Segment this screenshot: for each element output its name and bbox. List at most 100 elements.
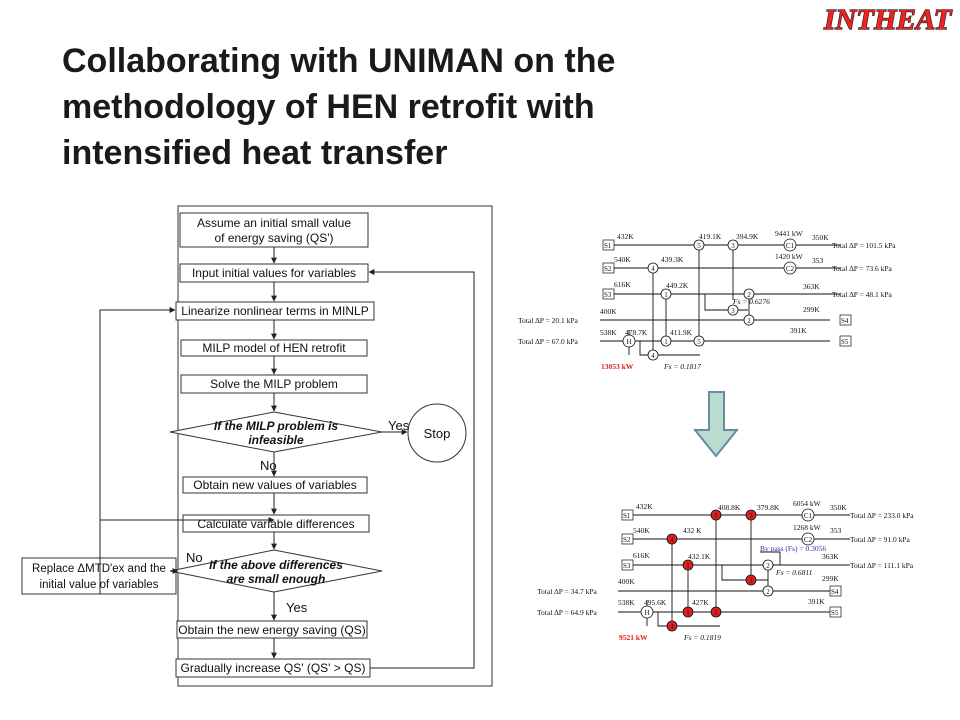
bottom-bypass: By pass (Fs) = 0.3056 (760, 544, 826, 553)
top-duty-13053: 13053 kW (601, 362, 634, 371)
logo-text: INTHEAT (823, 4, 953, 34)
top-temp-411: 411.9K (670, 328, 693, 337)
top-match-3b: 3 (731, 307, 735, 315)
replace-box (21, 557, 177, 595)
decision-infeasible-line-2: infeasible (248, 433, 304, 447)
down-arrow-icon (692, 391, 740, 458)
bottom-temp-299: 299K (822, 574, 839, 583)
replace-line-2: initial value of variables (40, 579, 159, 591)
bottom-stream-s1: S1 (623, 512, 631, 520)
top-stream-s5: S5 (841, 338, 849, 346)
bottom-match-2a: 2 (766, 562, 770, 570)
no-label-infeasible: No (260, 458, 277, 473)
title-line-2: methodology of HEN retrofit with (62, 88, 595, 126)
bottom-temp-427: 427K (692, 598, 709, 607)
top-dp-s4: Total ∆P = 20.1 kPa (518, 316, 579, 325)
step-assume-line-1: Assume an initial small value (197, 216, 351, 230)
bottom-stream-s4: S4 (831, 588, 839, 596)
step-assume-box (179, 212, 369, 248)
bottom-fraction-a: Fs = 0.6811 (775, 568, 812, 577)
top-temp-432: 432K (617, 232, 634, 241)
bottom-match-4b: 4 (670, 623, 674, 631)
top-temp-616: 616K (614, 280, 631, 289)
bottom-match-2b: 2 (766, 588, 770, 596)
bottom-dp-s2: Total ∆P = 91.0 kPa (850, 535, 911, 544)
title-line-3: intensified heat transfer (62, 134, 448, 172)
top-temp-353: 353 (812, 256, 824, 265)
flowchart-frame (177, 205, 493, 687)
top-temp-299: 299K (803, 305, 820, 314)
top-dp-s5: Total ∆P = 67.0 kPa (518, 337, 579, 346)
bottom-match-5a: 5 (714, 512, 718, 520)
bottom-temp-432b: 432 K (683, 526, 702, 535)
bottom-temp-408: 408.8K (718, 503, 741, 512)
top-stream-s3: S3 (604, 291, 612, 299)
bottom-match-3a: 3 (749, 512, 753, 520)
bottom-fraction-b: Fs = 0.1819 (683, 633, 721, 642)
step-new-saving-box (176, 620, 368, 639)
top-dp-s2: Total ∆P = 73.6 kPa (832, 264, 893, 273)
bottom-temp-363: 363K (822, 552, 839, 561)
top-temp-400: 400K (600, 307, 617, 316)
bottom-duty-6054: 6054 kW (793, 499, 822, 508)
bottom-stream-s5: S5 (831, 609, 839, 617)
bottom-duty-9521: 9521 kW (619, 633, 648, 642)
top-temp-478: 478.7K (625, 328, 648, 337)
top-temp-350: 350K (812, 233, 829, 242)
bottom-stream-s2: S2 (623, 536, 631, 544)
top-duty-1420: 1420 kW (775, 252, 804, 261)
top-fraction-b: Fs = 0.1817 (663, 362, 701, 371)
title-line-1: Collaborating with UNIMAN on the (62, 42, 616, 80)
step-solve-label: Solve the MILP problem (210, 377, 338, 391)
bottom-temp-350: 350K (830, 503, 847, 512)
step-assume-line-2: of energy saving (QS') (214, 231, 333, 245)
step-obtain-values-box (182, 476, 368, 494)
step-increase-label: Gradually increase QS' (QS' > QS) (181, 661, 366, 675)
bottom-temp-616: 616K (633, 551, 650, 560)
top-match-5b: 5 (697, 338, 701, 346)
top-temp-419: 419.1K (699, 232, 722, 241)
top-stream-s4: S4 (841, 317, 849, 325)
no-label-small: No (186, 550, 203, 565)
bottom-temp-432c: 432.1K (688, 552, 711, 561)
top-temp-391: 391K (790, 326, 807, 335)
step-obtain-values-label: Obtain new values of variables (193, 478, 356, 492)
top-fraction-a: Fs = 0.6276 (732, 297, 770, 306)
bottom-temp-400: 400K (618, 577, 635, 586)
step-milp-model-label: MILP model of HEN retrofit (202, 341, 346, 355)
top-match-5a: 5 (697, 242, 701, 250)
top-match-3a: 3 (731, 242, 735, 250)
bottom-dp-s5: Total ∆P = 64.9 kPa (537, 608, 598, 617)
stop-label: Stop (424, 426, 451, 441)
bottom-match-1a: 1 (686, 562, 690, 570)
top-match-1b: 1 (664, 338, 668, 346)
step-input-label: Input initial values for variables (192, 266, 356, 280)
bottom-dp-s1: Total ∆P = 233.0 kPa (850, 511, 914, 520)
bottom-temp-540: 540K (633, 526, 650, 535)
top-temp-394: 394.9K (736, 232, 759, 241)
bottom-dp-s3: Total ∆P = 111.1 kPa (850, 561, 914, 570)
bottom-util-h: H (644, 609, 649, 617)
bottom-temp-538: 538K (618, 598, 635, 607)
top-temp-540: 540K (614, 255, 631, 264)
bottom-stream-s3: S3 (623, 562, 631, 570)
step-linearize-box (175, 301, 375, 321)
decision-infeasible-line-1: If the MILP problem is (214, 419, 339, 433)
bottom-duty-1268: 1268 kW (793, 523, 822, 532)
bottom-util-c1: C1 (804, 512, 813, 520)
bottom-temp-379: 379.8K (757, 503, 780, 512)
bottom-temp-432: 432K (636, 502, 653, 511)
top-temp-449: 449.2K (666, 281, 689, 290)
step-calc-diff-label: Calculate variable differences (197, 517, 354, 531)
decision-small-line-1: If the above differences (209, 558, 343, 572)
yes-label-infeasible: Yes (388, 418, 410, 433)
intheat-logo: INTHEAT (822, 3, 953, 34)
top-match-4b: 4 (651, 352, 655, 360)
top-temp-363: 363K (803, 282, 820, 291)
bottom-temp-353: 353 (830, 526, 842, 535)
decision-small-line-2: are small enough (227, 572, 326, 586)
